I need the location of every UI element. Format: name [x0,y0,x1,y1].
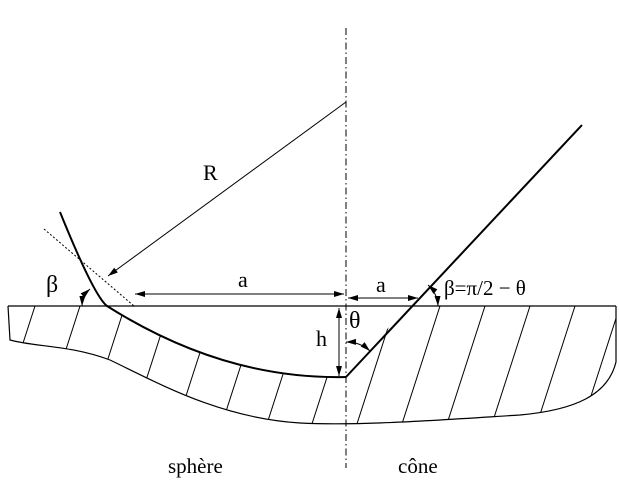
label-beta-relation: β=π/2 − θ [444,276,526,300]
cone-profile [345,124,583,378]
radius-line [107,101,347,277]
theta-angle-arc [345,338,371,352]
solid-hatching [8,306,616,424]
label-h: h [316,326,327,351]
label-R: R [203,160,218,185]
sphere-profile [59,211,347,379]
cone-beta-angle-arc [427,284,441,307]
sphere-beta-angle-arc [79,288,91,307]
caption-sphere: sphère [168,454,223,478]
label-beta: β [46,272,58,298]
label-a-sphere: a [238,267,248,292]
solid-lower-boundary [7,305,617,425]
label-a-cone: a [376,272,386,297]
label-theta: θ [349,308,361,334]
caption-cone: cône [398,454,438,478]
